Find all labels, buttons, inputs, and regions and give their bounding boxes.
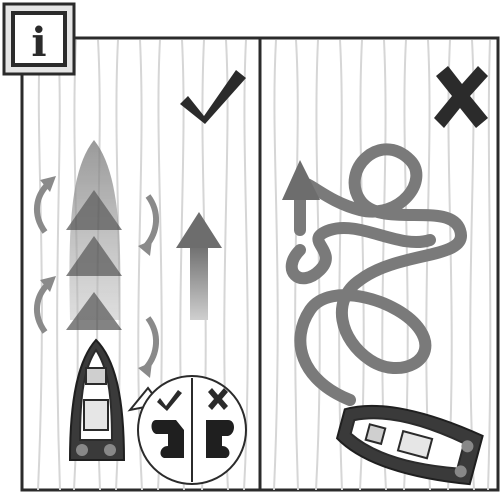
info-glyph: i	[31, 19, 46, 66]
info-badge: i	[4, 4, 74, 74]
